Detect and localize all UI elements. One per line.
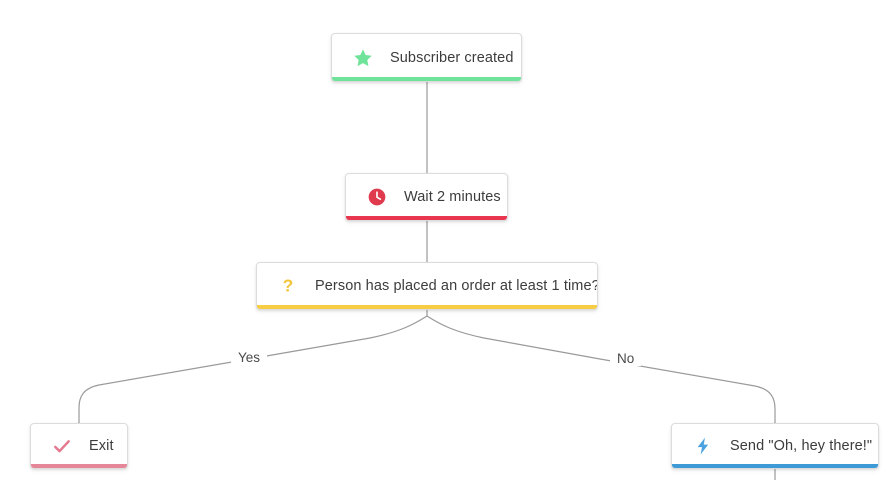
edge-no-to-send <box>426 315 776 423</box>
star-icon <box>352 47 374 69</box>
checkmark-icon <box>51 435 73 457</box>
flow-node-label: Send "Oh, hey there!" <box>730 438 873 454</box>
lightning-bolt-icon <box>692 435 714 457</box>
edge-yes-to-exit <box>78 315 428 423</box>
flow-node-label: Subscriber created <box>390 49 514 66</box>
clock-icon <box>366 186 388 208</box>
node-accent-bar <box>346 216 507 220</box>
question-mark-icon: ? <box>277 275 299 297</box>
branch-label-yes: Yes <box>231 350 268 365</box>
branch-label-no: No <box>610 351 642 366</box>
flow-node-exit[interactable]: Exit <box>30 423 128 469</box>
flow-node-label: Person has placed an order at least 1 ti… <box>315 278 598 294</box>
flow-node-send[interactable]: Send "Oh, hey there!" <box>671 423 879 469</box>
node-accent-bar <box>31 464 127 468</box>
node-accent-bar <box>332 77 521 81</box>
flow-node-condition[interactable]: ? Person has placed an order at least 1 … <box>256 262 598 310</box>
node-accent-bar <box>257 305 597 309</box>
node-accent-bar <box>672 464 878 468</box>
flow-node-label: Exit <box>89 438 114 454</box>
flow-node-wait[interactable]: Wait 2 minutes <box>345 173 508 221</box>
flow-node-label: Wait 2 minutes <box>404 189 501 205</box>
flow-node-trigger[interactable]: Subscriber created <box>331 33 522 82</box>
svg-text:?: ? <box>283 276 294 296</box>
